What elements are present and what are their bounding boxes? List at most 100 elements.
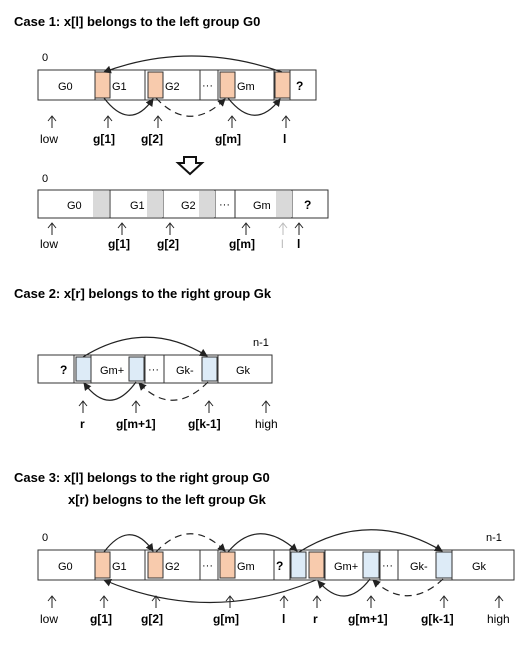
up-arrow-icon — [99, 595, 109, 608]
case1-title: Case 1: x[l] belongs to the left group G… — [14, 14, 260, 29]
case3-arc-gm1-to-xr — [317, 578, 371, 597]
case2-pointer-gm1: g[m+1] — [116, 417, 156, 431]
case1-arcs — [103, 55, 283, 117]
case3-pointer-l: l — [282, 612, 285, 626]
up-arrow-icon — [279, 595, 289, 608]
case3-title-line1: Case 3: x[l] belongs to the right group … — [14, 470, 270, 485]
case3-pivot-g1 — [94, 551, 111, 579]
case1-index-zero: 0 — [42, 52, 48, 64]
case1-arc-gm-to-xl — [227, 97, 281, 116]
case3-pivot-g2 — [147, 551, 164, 579]
up-arrow-icon — [294, 222, 304, 235]
case2-cell-gm1: Gm+ — [100, 365, 124, 377]
case3-arc-gm-to-xl — [227, 533, 298, 553]
case2-cell-unknown: ? — [60, 363, 67, 377]
case1-cell-g0: G0 — [58, 81, 73, 93]
case3-arc-g1-to-g2 — [103, 534, 154, 553]
case3-cell-g2: G2 — [165, 561, 180, 573]
case3-pointer-r: r — [313, 612, 318, 626]
case3-pivot-gm1 — [362, 551, 380, 579]
case3-cell-gk: Gk — [472, 561, 487, 573]
up-arrow-icon — [225, 595, 235, 608]
up-arrow-icon — [278, 222, 288, 235]
case2-arc-gm1-to-xr — [83, 381, 137, 401]
up-arrow-icon — [78, 400, 88, 413]
case1-pivot-g2 — [147, 71, 164, 99]
case3-index-zero: 0 — [42, 532, 48, 544]
case1-pointer-low: low — [40, 132, 58, 146]
case1-pivot-gm — [219, 71, 236, 99]
case1-after-pointer-gm: g[m] — [229, 237, 255, 251]
up-arrow-icon — [165, 222, 175, 235]
case1-pivot-g1 — [94, 71, 111, 99]
case1-after-pointer-g2: g[2] — [157, 237, 179, 251]
case1-after-cell-gm: Gm — [253, 200, 271, 212]
case2-element-xr — [75, 356, 92, 382]
case1-array: G0 G1 G2 ··· Gm ? — [37, 69, 317, 101]
case3-pivot-gm — [219, 551, 236, 579]
case3-pointer-gm1: g[m+1] — [348, 612, 388, 626]
case2-pointer-high: high — [255, 417, 278, 431]
case3-arc-gk1-to-gm1 — [372, 578, 444, 597]
case1-after-cell-g0: G0 — [67, 200, 82, 212]
case1-after-pointer-g1: g[1] — [108, 237, 130, 251]
case1-after-array: G0 G1 G2 ··· Gm ? — [37, 189, 329, 219]
case1-pointer-g1: g[1] — [93, 132, 115, 146]
case2-array: ? Gm+ ··· Gk- Gk — [37, 354, 273, 384]
case2-index-n1: n-1 — [253, 337, 269, 349]
case3-title-line2: x[r) belogns to the left group Gk — [68, 492, 267, 507]
case1-after-cell-unknown: ? — [304, 198, 311, 212]
case3-element-xr — [308, 551, 325, 579]
case1-after-cell-g2: G2 — [181, 200, 196, 212]
case1-after-pointer-l-old: l — [281, 237, 284, 251]
case3-arc-xr-to-g1 — [103, 579, 317, 604]
case1-cell-dots: ··· — [202, 80, 213, 92]
up-arrow-icon — [153, 115, 163, 128]
case3-pointer-g1: g[1] — [90, 612, 112, 626]
case3-array: G0 G1 G2 ··· Gm ? Gm+ ··· Gk- Gk — [37, 549, 515, 581]
case3-cell-g1: G1 — [112, 561, 127, 573]
up-arrow-icon — [494, 595, 504, 608]
case1-after-slot-g1 — [93, 191, 109, 217]
down-arrow-icon — [175, 156, 205, 176]
case1-pointer-gm: g[m] — [215, 132, 241, 146]
case3-pointer-high: high — [487, 612, 510, 626]
case2-pointers: r g[m+1] g[k-1] high — [78, 400, 278, 431]
case1-after-cell-dots: ··· — [219, 199, 230, 211]
case1-after-pointers: low g[1] g[2] g[m] l l — [40, 222, 304, 251]
case1-after-pointer-l: l — [297, 237, 300, 251]
case1-after-slot-gm — [199, 191, 215, 217]
case1-cell-g2: G2 — [165, 81, 180, 93]
case3-arc-g2-to-gm — [155, 533, 226, 553]
case3-cell-gm1: Gm+ — [334, 561, 358, 573]
case1-pointer-g2: g[2] — [141, 132, 163, 146]
case1-after-cell-g1: G1 — [130, 200, 145, 212]
case3-pointers: low g[1] g[2] g[m] l r g[m+1] g[k-1] hig… — [40, 595, 510, 626]
case2-pivot-gk1 — [201, 356, 218, 382]
case1-after-slot-xl — [276, 191, 292, 217]
up-arrow-icon — [117, 222, 127, 235]
case3-pointer-low: low — [40, 612, 58, 626]
case1-pointers: low g[1] g[2] g[m] l — [40, 115, 291, 146]
up-arrow-icon — [281, 115, 291, 128]
up-arrow-icon — [204, 400, 214, 413]
up-arrow-icon — [312, 595, 322, 608]
case3-arcs — [103, 529, 444, 604]
case1-array-frame — [37, 69, 317, 101]
up-arrow-icon — [103, 115, 113, 128]
case1-cell-g1: G1 — [112, 81, 127, 93]
up-arrow-icon — [47, 222, 57, 235]
case2-cell-dots: ··· — [148, 364, 159, 376]
case2-title: Case 2: x[r] belongs to the right group … — [14, 286, 272, 301]
case3-array-frame — [37, 549, 515, 581]
case1-cell-gm: Gm — [237, 81, 255, 93]
case1-arc-g2-to-gm — [155, 97, 226, 117]
case3-pointer-gm: g[m] — [213, 612, 239, 626]
up-arrow-icon — [151, 595, 161, 608]
up-arrow-icon — [439, 595, 449, 608]
case1-after-slot-g2 — [147, 191, 163, 217]
case3-pointer-g2: g[2] — [141, 612, 163, 626]
case3-cell-dots1: ··· — [202, 560, 213, 572]
up-arrow-icon — [366, 595, 376, 608]
